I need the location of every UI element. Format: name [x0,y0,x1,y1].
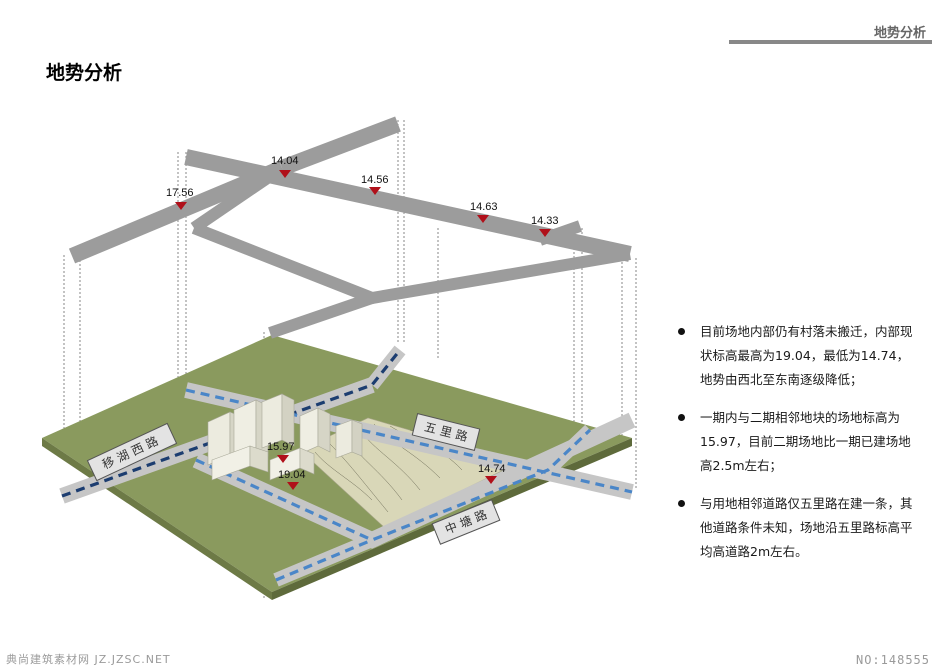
elevation-marker-e3: 14.56 [361,174,389,195]
building-cluster [207,393,363,481]
bullet-item: 一期内与二期相邻地块的场地标高为15.97，目前二期场地比一期已建场地高2.5m… [678,406,918,478]
elevation-label: 15.97 [267,441,295,453]
bullet-text: 与用地相邻道路仅五里路在建一条，其他道路条件未知，场地沿五里路标高平均高道路2m… [700,496,913,559]
elevation-marker-e4: 14.63 [470,201,498,223]
bullet-text: 目前场地内部仍有村落未搬迁，内部现状标高最高为19.04，最低为14.74，地势… [700,324,913,387]
page-title: 地势分析 [46,62,123,84]
elevation-label: 14.74 [478,463,506,475]
elevated-road-g [538,220,582,246]
dashed-line-blue-3 [275,538,373,582]
elevation-label: 14.04 [271,155,299,167]
road-label-zhongtang-lu: 中塘路 [431,499,501,545]
elevated-road-a [68,160,286,264]
bullet-dot-icon [678,500,685,507]
elevation-marker-e8: 14.74 [478,463,506,484]
elevation-markers: 14.04 17.56 14.56 14.63 14.33 15.97 19.0… [166,155,559,490]
bullet-text: 一期内与二期相邻地块的场地标高为15.97，目前二期场地比一期已建场地高2.5m… [700,410,911,473]
elevation-label: 14.56 [361,174,389,186]
bullet-item: 目前场地内部仍有村落未搬迁，内部现状标高最高为19.04，最低为14.74，地势… [678,320,918,392]
section-label: 地势分析 [873,26,926,41]
watermark-right: NO:148555 [855,653,930,667]
header-rule [729,40,932,44]
elevated-road-c [279,116,401,176]
elevation-marker-e5: 14.33 [531,215,559,237]
elevation-marker-e6: 15.97 [267,441,295,463]
elevated-road-e [268,292,374,339]
watermark-left: 典尚建筑素材网 JZ.JZSC.NET [6,653,171,666]
elevated-road-network [68,116,632,339]
elevation-label: 19.04 [278,469,306,481]
elevation-marker-e7: 19.04 [278,469,306,490]
elevation-marker-e2: 17.56 [166,187,194,210]
bullet-dot-icon [678,414,685,421]
bullet-item: 与用地相邻道路仅五里路在建一条，其他道路条件未知，场地沿五里路标高平均高道路2m… [678,492,918,564]
dashed-line-blue-2 [195,428,592,542]
elevation-label: 14.63 [470,201,498,213]
elevated-road-f [190,163,286,233]
bullet-dot-icon [678,328,685,335]
analysis-bullets: 目前场地内部仍有村落未搬迁，内部现状标高最高为19.04，最低为14.74，地势… [678,320,918,578]
elevated-road-b [184,149,632,262]
elevation-label: 17.56 [166,187,194,199]
elevation-label: 14.33 [531,215,559,227]
dashed-line-dark [61,349,402,498]
elevation-marker-e1: 14.04 [271,155,299,178]
